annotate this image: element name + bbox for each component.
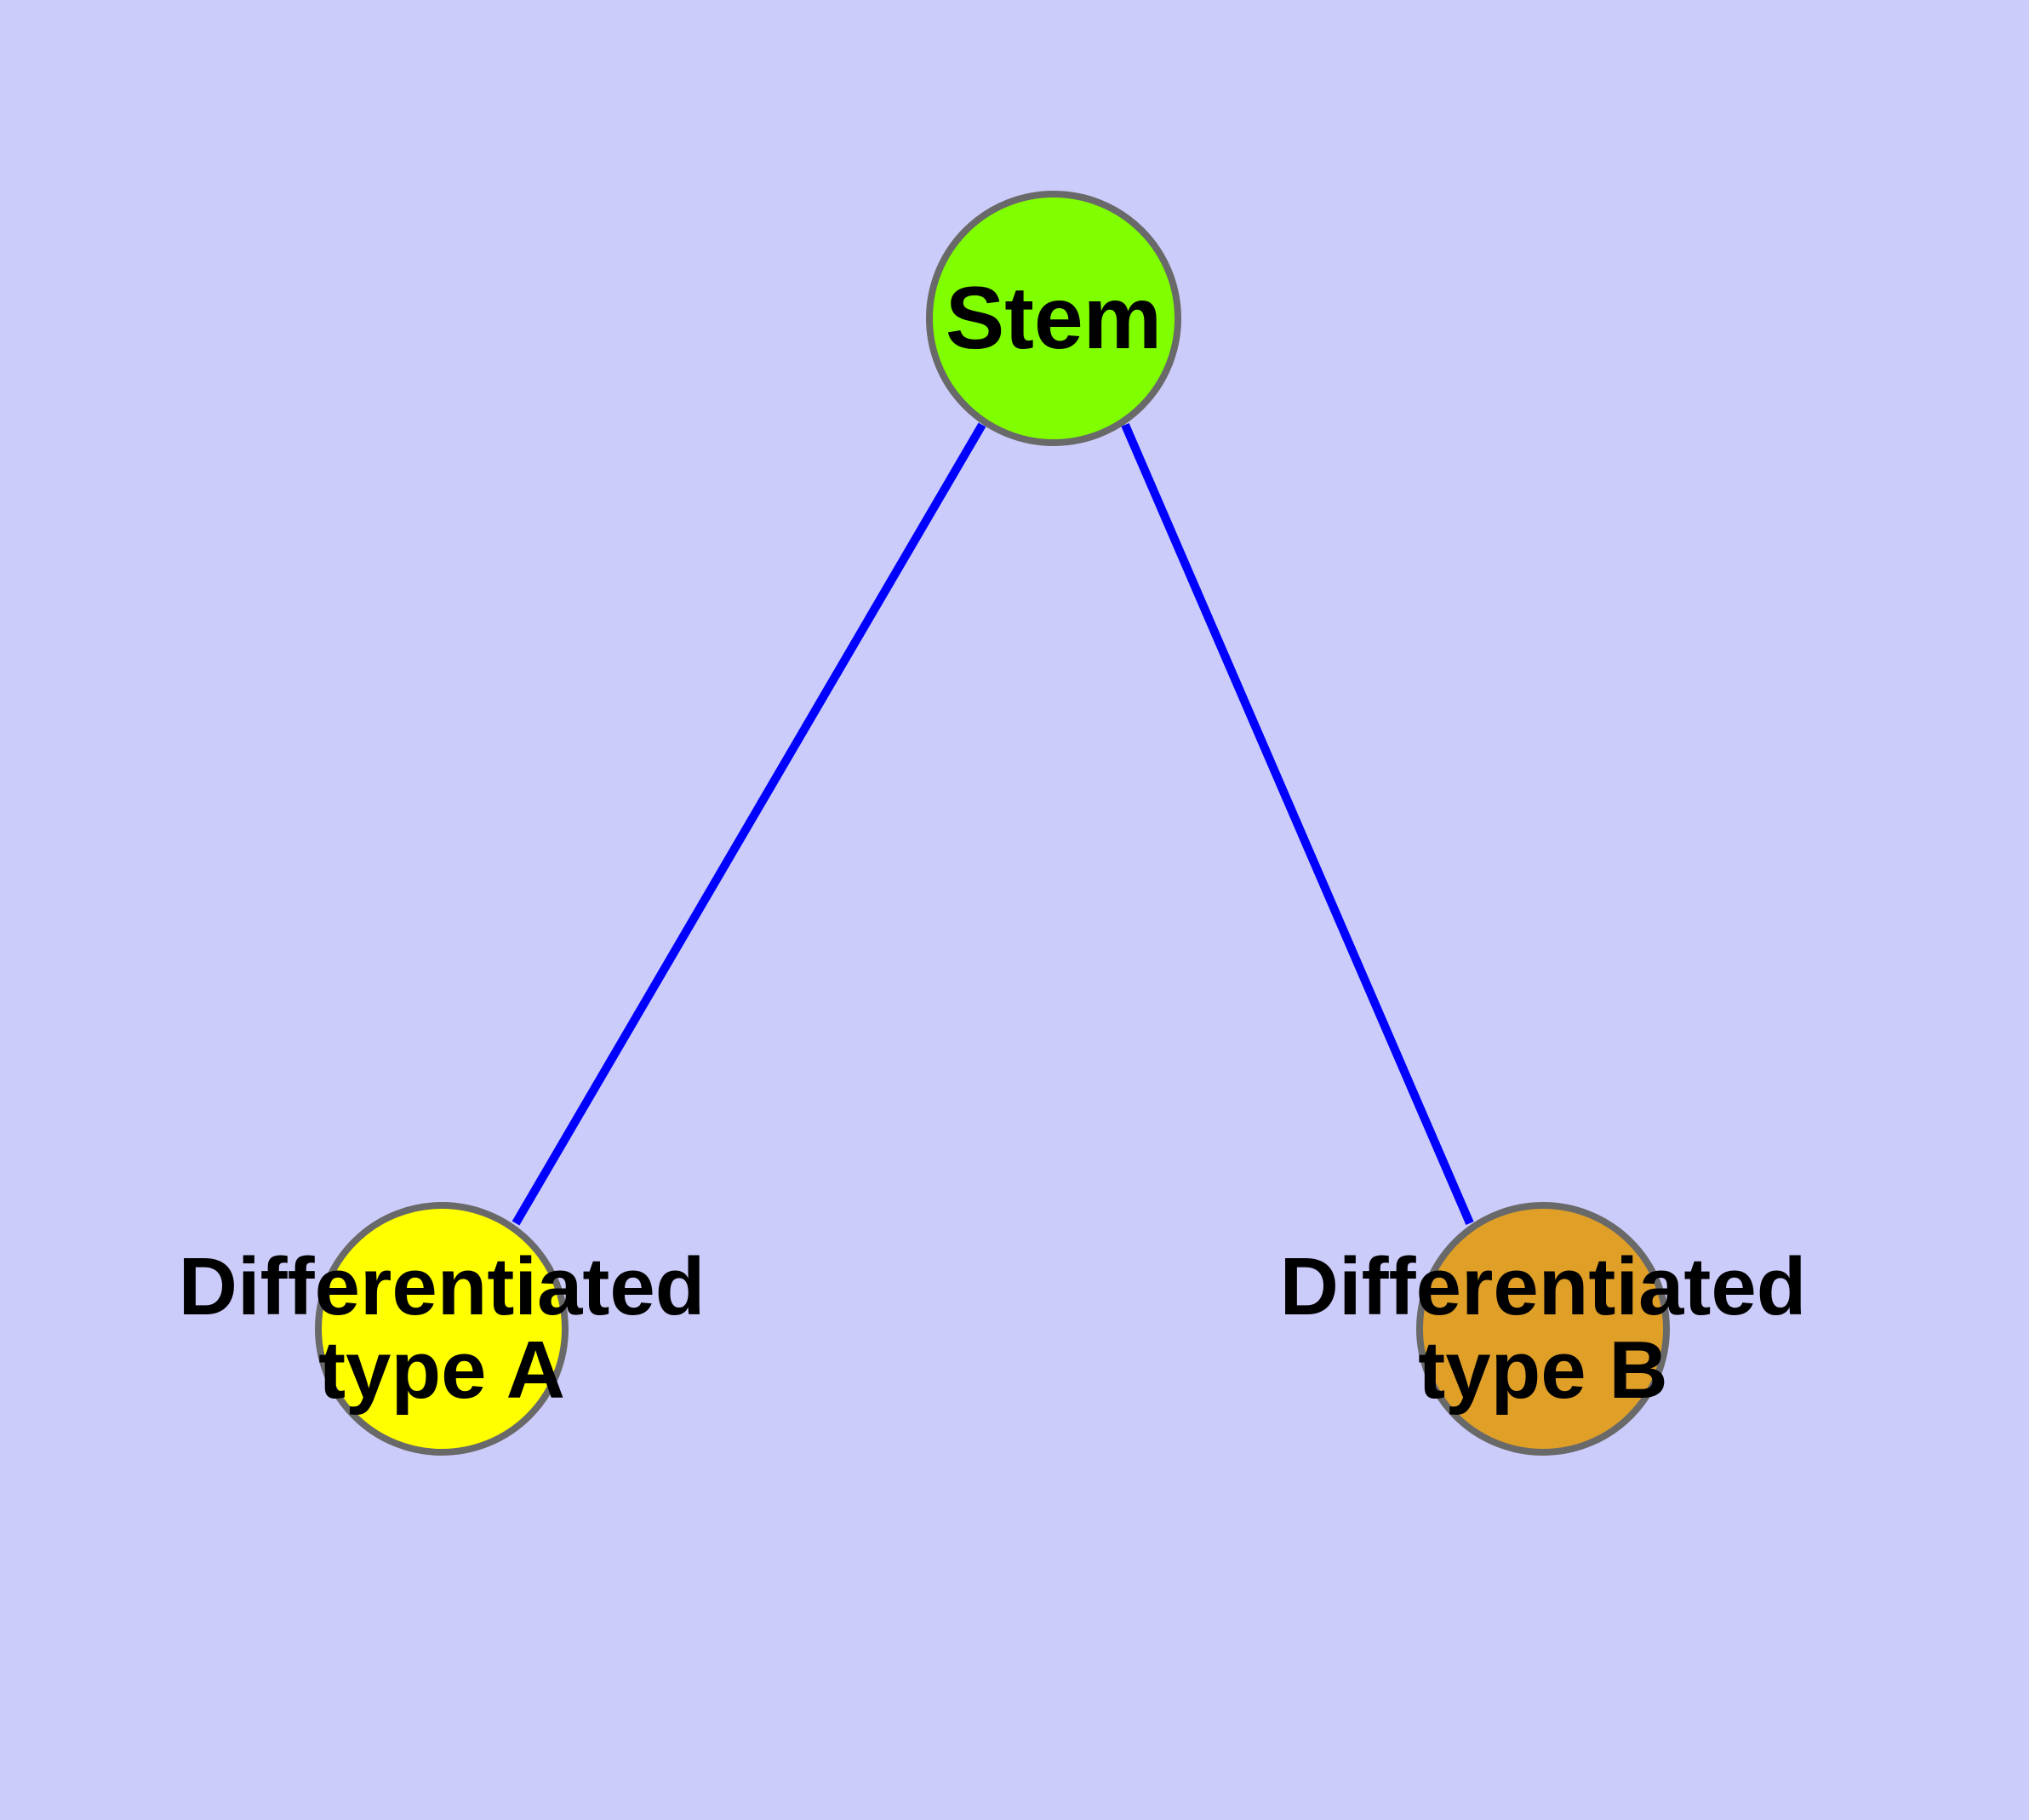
node-layer: [315, 191, 1670, 1456]
node-circle-stem[interactable]: [926, 191, 1181, 446]
edge-layer: [512, 422, 1474, 1226]
node-circle-diff_b[interactable]: [1416, 1202, 1670, 1456]
edge-stem-diff-a[interactable]: [512, 422, 986, 1226]
node-circle-diff_a[interactable]: [315, 1202, 569, 1456]
edge-stem-diff-b[interactable]: [1121, 423, 1474, 1225]
